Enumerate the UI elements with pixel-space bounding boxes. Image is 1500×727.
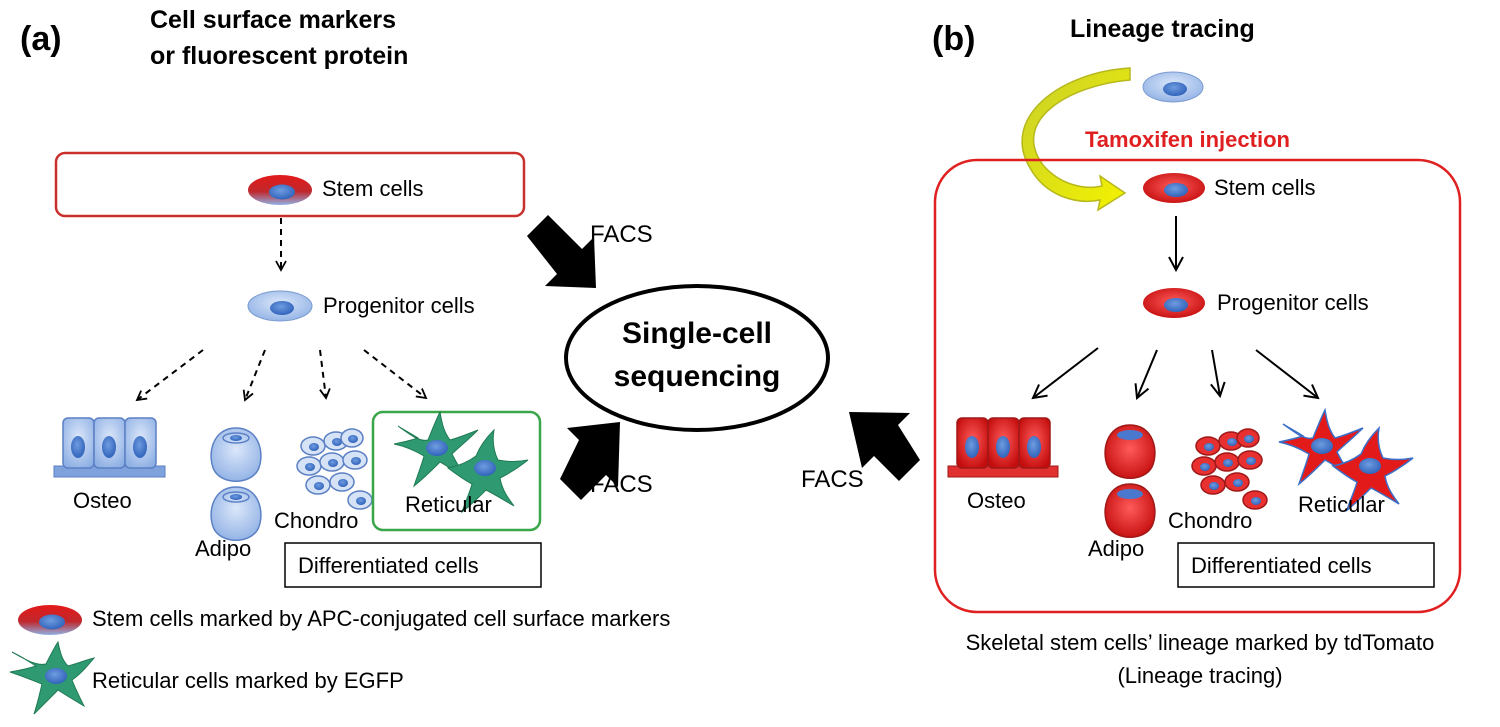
dashed-arrows-differentiation (135, 349, 428, 402)
facs-label-top: FACS (590, 221, 653, 248)
stem-cells-label-b: Stem cells (1214, 175, 1315, 200)
chondro-label-b: Chondro (1168, 508, 1252, 533)
panel-b-title: Lineage tracing (1070, 15, 1255, 43)
facs-label-bottom-left: FACS (590, 471, 653, 498)
reticular-label-a: Reticular (405, 492, 492, 517)
facs-arrow-top (527, 215, 596, 288)
differentiated-label-b: Differentiated cells (1191, 553, 1372, 578)
facs-arrow-bottom-left (560, 422, 620, 500)
adipo-cell-icon-red (1104, 424, 1156, 538)
osteo-label-a: Osteo (73, 488, 132, 513)
sequencing-title-line1: Single-cell (622, 317, 772, 350)
panel-b-label: (b) (932, 20, 975, 58)
panel-a-title-line2: or fluorescent protein (150, 42, 408, 70)
pre-tamoxifen-cell-icon (1142, 71, 1204, 103)
tamoxifen-label: Tamoxifen injection (1085, 127, 1290, 152)
differentiated-cells-box-a (284, 542, 542, 588)
osteo-cell-icon (53, 417, 166, 478)
chondro-cell-icon (296, 428, 373, 510)
osteo-label-b: Osteo (967, 488, 1026, 513)
reticular-label-b: Reticular (1298, 492, 1385, 517)
stem-cell-icon-red (1143, 173, 1205, 203)
legend-stem-text: Stem cells marked by APC-conjugated cell… (92, 606, 670, 631)
differentiated-cells-box-b (1177, 542, 1435, 588)
stem-cells-box (54, 151, 526, 218)
progenitor-cell-icon-red (1143, 288, 1205, 318)
stem-cells-label-a: Stem cells (322, 176, 423, 201)
progenitor-cell-icon (247, 290, 313, 322)
reticular-cell-icon-red (1278, 407, 1414, 513)
osteo-cell-icon-red (947, 417, 1059, 478)
adipo-cell-icon (210, 427, 262, 541)
differentiated-label-a: Differentiated cells (298, 553, 479, 578)
sequencing-title-line2: sequencing (614, 360, 781, 393)
legend-reticular-icon (9, 640, 96, 715)
panel-a-title-line1: Cell surface markers (150, 6, 396, 34)
chondro-cell-icon-red (1191, 428, 1268, 510)
caption-line2: (Lineage tracing) (1117, 663, 1282, 688)
progenitor-cells-label-a: Progenitor cells (323, 293, 475, 318)
stem-cell-icon (248, 175, 312, 205)
facs-arrow-bottom-right (849, 412, 920, 481)
reticular-cell-icon-green (393, 410, 529, 514)
single-cell-sequencing-ellipse (564, 284, 830, 432)
reticular-egfp-box (371, 410, 542, 532)
progenitor-cells-label-b: Progenitor cells (1217, 290, 1369, 315)
panel-a-label: (a) (20, 20, 62, 58)
legend-stem-icon (18, 605, 82, 635)
caption-line1: Skeletal stem cells’ lineage marked by t… (966, 630, 1435, 655)
legend-reticular-text: Reticular cells marked by EGFP (92, 668, 404, 693)
adipo-label-b: Adipo (1088, 536, 1144, 561)
arrows-differentiation-b (1033, 347, 1318, 398)
chondro-label-a: Chondro (274, 508, 358, 533)
facs-label-bottom-right: FACS (801, 466, 864, 493)
adipo-label-a: Adipo (195, 536, 251, 561)
tamoxifen-curved-arrow (1021, 67, 1131, 212)
lineage-tracing-frame (933, 158, 1462, 614)
